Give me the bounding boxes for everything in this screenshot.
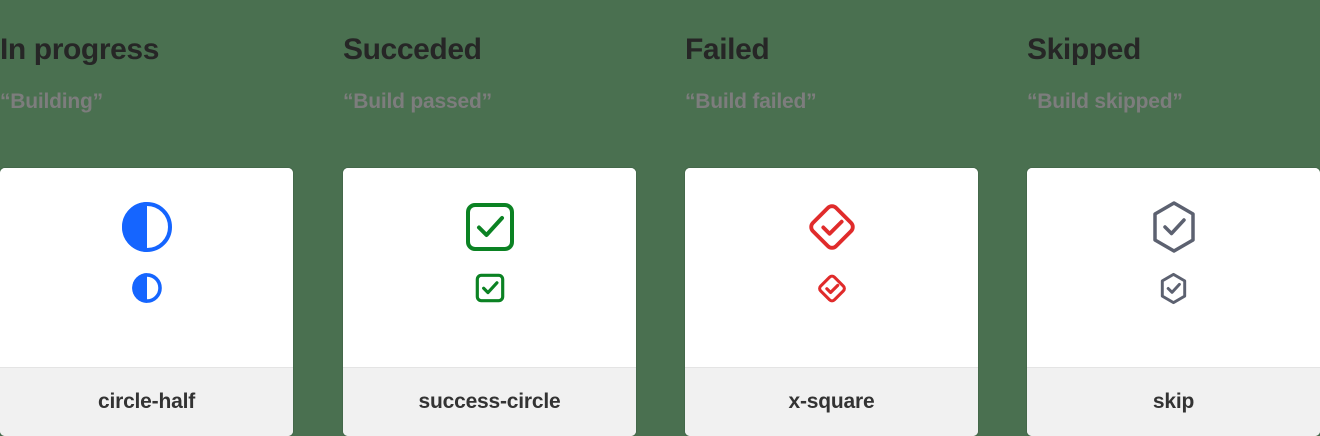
card-icon-preview-area <box>1027 168 1320 367</box>
check-diamond-icon <box>805 200 859 254</box>
card-icon-preview-area <box>0 168 293 367</box>
check-square-icon <box>463 200 517 254</box>
column-heading: Failed <box>685 33 770 66</box>
status-column-succeded: Succeded “Build passed” succes <box>343 0 636 436</box>
icon-card-circle-half[interactable]: circle-half <box>0 168 293 436</box>
column-heading: Skipped <box>1027 33 1141 66</box>
circle-half-icon <box>120 200 174 254</box>
card-footer: circle-half <box>0 367 293 436</box>
check-square-icon-small <box>474 272 506 304</box>
check-hexagon-icon-small <box>1158 272 1190 304</box>
card-footer: x-square <box>685 367 978 436</box>
icon-card-skip[interactable]: skip <box>1027 168 1320 436</box>
column-subheading: “Building” <box>0 90 103 113</box>
status-column-skipped: Skipped “Build skipped” skip <box>1027 0 1320 436</box>
check-hexagon-icon <box>1147 200 1201 254</box>
column-heading: In progress <box>0 33 159 66</box>
status-column-in-progress: In progress “Building” circle- <box>0 0 293 436</box>
icon-card-success-circle[interactable]: success-circle <box>343 168 636 436</box>
icon-card-x-square[interactable]: x-square <box>685 168 978 436</box>
card-footer-label: success-circle <box>418 390 561 413</box>
column-subheading: “Build skipped” <box>1027 90 1183 113</box>
card-footer: skip <box>1027 367 1320 436</box>
card-footer-label: skip <box>1152 390 1195 413</box>
card-footer: success-circle <box>343 367 636 436</box>
column-subheading: “Build failed” <box>685 90 817 113</box>
column-heading: Succeded <box>343 33 482 66</box>
circle-half-icon-small <box>131 272 163 304</box>
card-footer-label: circle-half <box>97 390 195 413</box>
status-column-failed: Failed “Build failed” <box>685 0 978 436</box>
card-icon-preview-area <box>343 168 636 367</box>
check-diamond-icon-small <box>816 272 848 304</box>
card-icon-preview-area <box>685 168 978 367</box>
column-subheading: “Build passed” <box>343 90 492 113</box>
card-footer-label: x-square <box>788 390 875 413</box>
